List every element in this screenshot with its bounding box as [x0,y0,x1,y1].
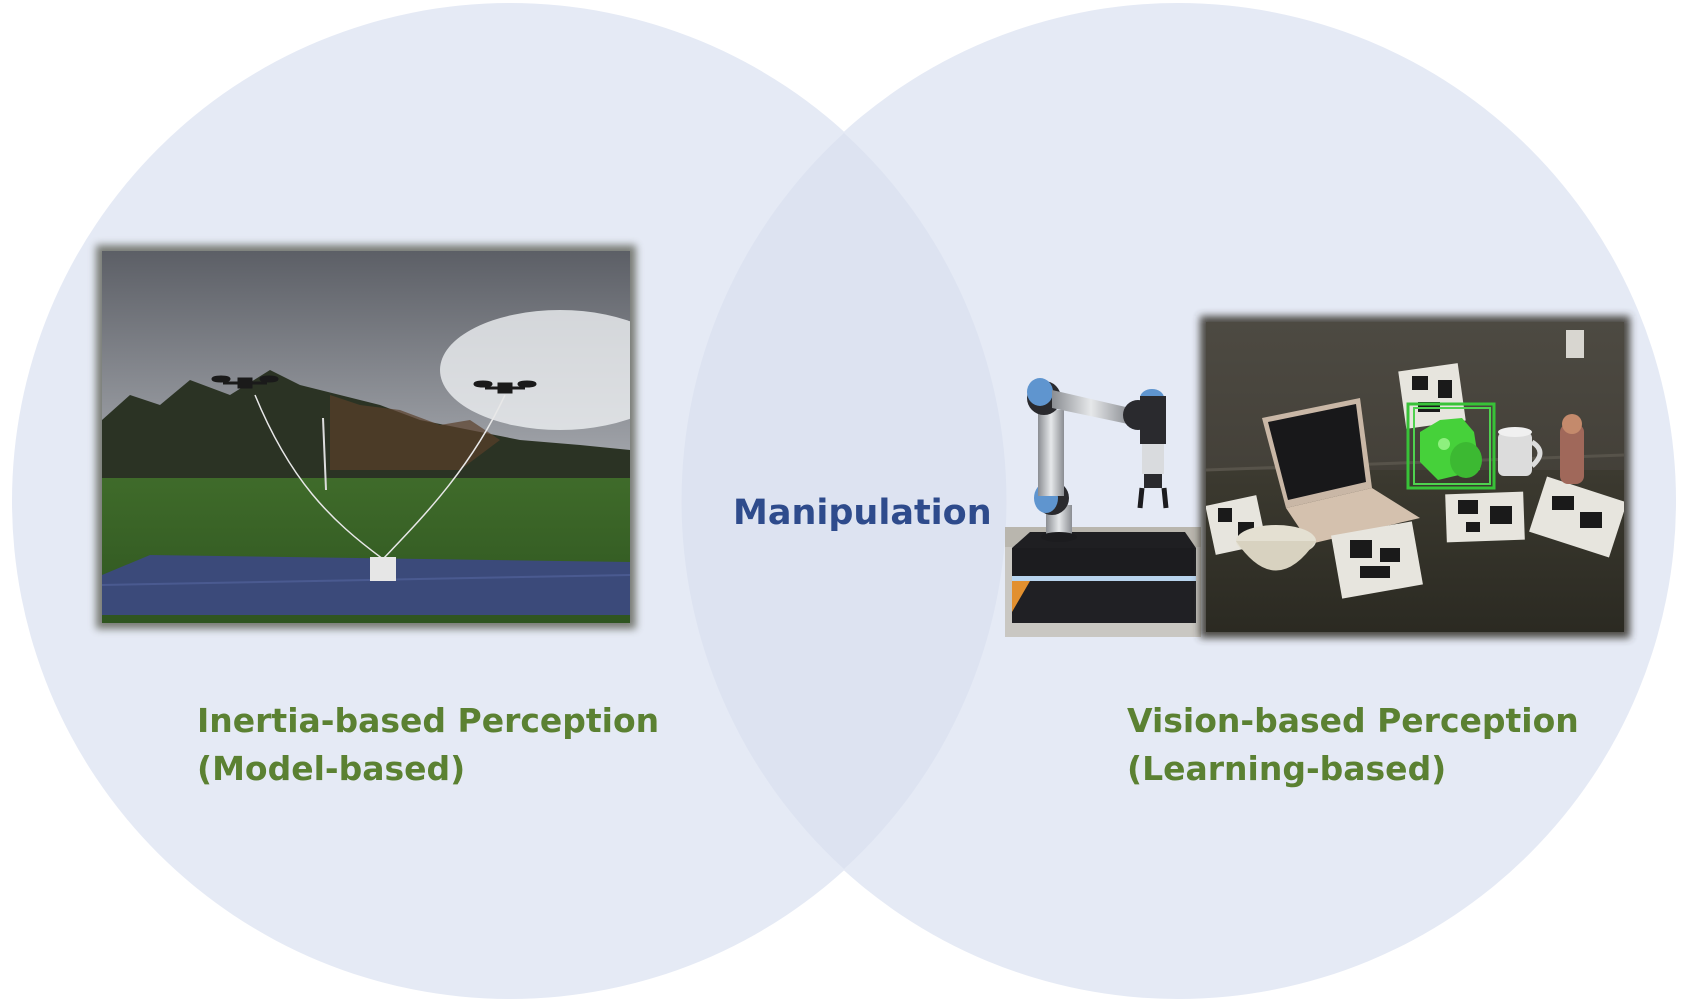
right-circle-label: Vision-based Perception (Learning-based) [1127,697,1579,793]
robot-arm-on-mobile-base-photo [1005,378,1201,637]
overlap-label: Manipulation [733,493,992,533]
drones-carrying-payload-photo [96,245,636,629]
circle-overlap [681,133,1007,869]
right-circle-title: Vision-based Perception [1127,701,1579,740]
left-circle-title: Inertia-based Perception [197,701,660,740]
left-circle-subtitle: (Model-based) [197,748,466,788]
left-circle-label: Inertia-based Perception (Model-based) [197,697,659,793]
object-pose-detection-scene-photo [1200,316,1630,638]
right-circle-subtitle: (Learning-based) [1127,748,1447,788]
